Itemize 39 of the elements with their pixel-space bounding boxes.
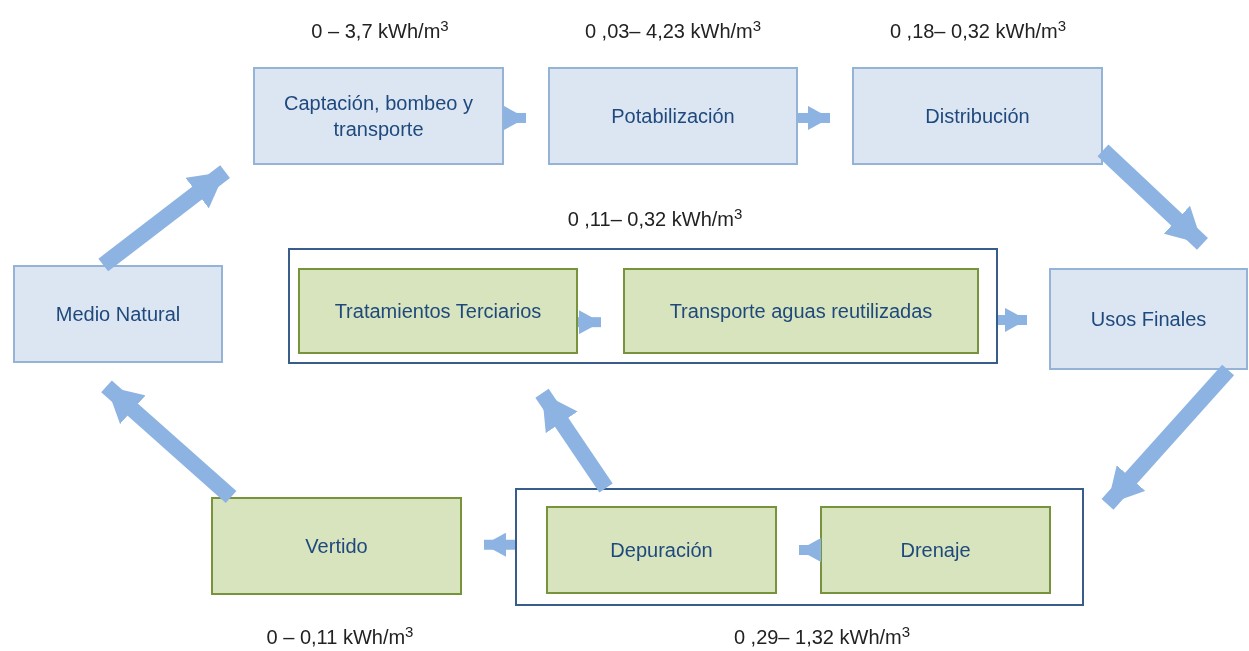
box-label: Vertido [305,534,368,559]
energy-range-label: 0 ,03– 4,23 kWh/m$^{3}$ [584,16,762,44]
box-label: Transporte aguas reutilizadas [669,299,933,324]
block-arrow [101,380,237,503]
energy-range-label: 0 – 0,11 kWh/m$^{3}$ [266,622,414,650]
process-box [13,265,223,363]
box-label: Depuración [610,538,713,563]
box-label: Tratamientos Terciarios [334,299,542,324]
block-arrow [798,105,830,130]
process-box [820,506,1051,594]
process-box [546,506,777,594]
energy-range-label: 0 – 3,7 kWh/m$^{3}$ [311,16,449,44]
block-arrow [504,105,526,130]
process-box [852,67,1103,165]
box-label: Drenaje [900,538,971,563]
box-label: Usos Finales [1090,307,1207,332]
process-box [548,67,798,165]
box-label: Potabilización [611,104,735,129]
group-frame [515,488,1084,606]
process-box [253,67,504,165]
block-arrow [578,310,601,335]
block-arrow [1101,364,1235,510]
energy-range-label: 0 ,29– 1,32 kWh/m$^{3}$ [733,622,911,650]
box-label: Captación, bombeo y transporte [283,91,474,142]
process-box [211,497,462,595]
group-frame [288,248,998,364]
energy-range-label: 0 ,11– 0,32 kWh/m$^{3}$ [567,204,743,232]
box-label: Distribución [925,104,1030,129]
process-box [298,268,578,354]
process-box [623,268,979,354]
process-box [1049,268,1248,370]
block-arrow [483,532,516,557]
energy-range-label: 0 ,18– 0,32 kWh/m$^{3}$ [889,16,1067,44]
block-arrow [1097,144,1208,250]
block-arrow [98,165,230,272]
box-label: Medio Natural [55,302,181,327]
block-arrow [998,307,1027,332]
block-arrow [535,388,613,493]
block-arrow [799,538,821,562]
